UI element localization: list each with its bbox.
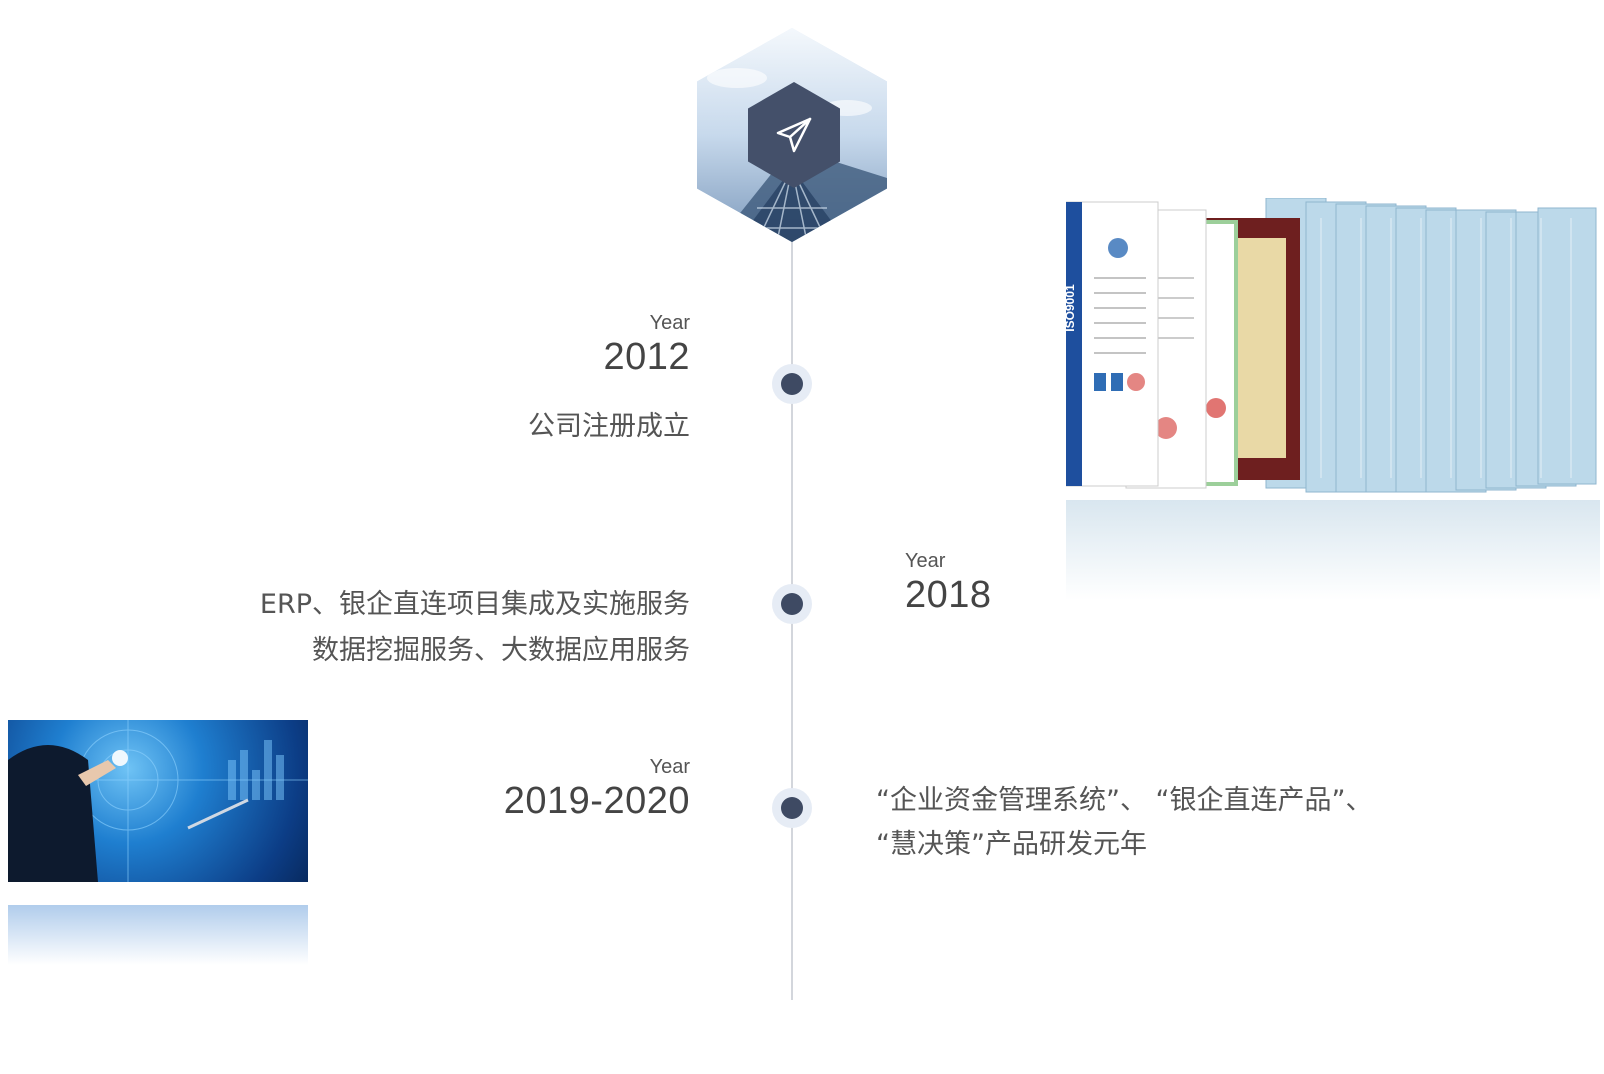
desc-2012-line-1: 公司注册成立 [528, 411, 690, 442]
business-image-reflection [8, 905, 308, 965]
timeline-dot-2012 [772, 364, 812, 404]
iso9001-badge: ISO9001 [1066, 284, 1077, 332]
timeline-dot-2018 [772, 584, 812, 624]
timeline-dot-2019-2020 [772, 788, 812, 828]
desc-2018-line-2: 数据挖掘服务、大数据应用服务 [312, 635, 690, 666]
paper-plane-icon [776, 117, 812, 153]
business-graphic [8, 720, 308, 882]
desc-2018-line-1: ERP、银企直连项目集成及实施服务 [259, 589, 690, 620]
certificates-image: ISO9001 [1066, 198, 1597, 493]
year-label-2018: Year [905, 550, 946, 572]
desc-2019-2020-line-2: “慧决策”产品研发元年 [876, 829, 1147, 860]
desc-2019-2020-line-1: “企业资金管理系统”、 “银企直连产品”、 [876, 785, 1373, 816]
year-label-2012: Year [649, 312, 690, 334]
year-label-2019-2020: Year [649, 756, 690, 778]
business-person-image [8, 720, 308, 882]
year-2012: 2012 [603, 336, 690, 378]
year-2018: 2018 [905, 574, 992, 616]
certificates-reflection [1066, 500, 1600, 600]
year-2019-2020: 2019-2020 [503, 780, 690, 822]
